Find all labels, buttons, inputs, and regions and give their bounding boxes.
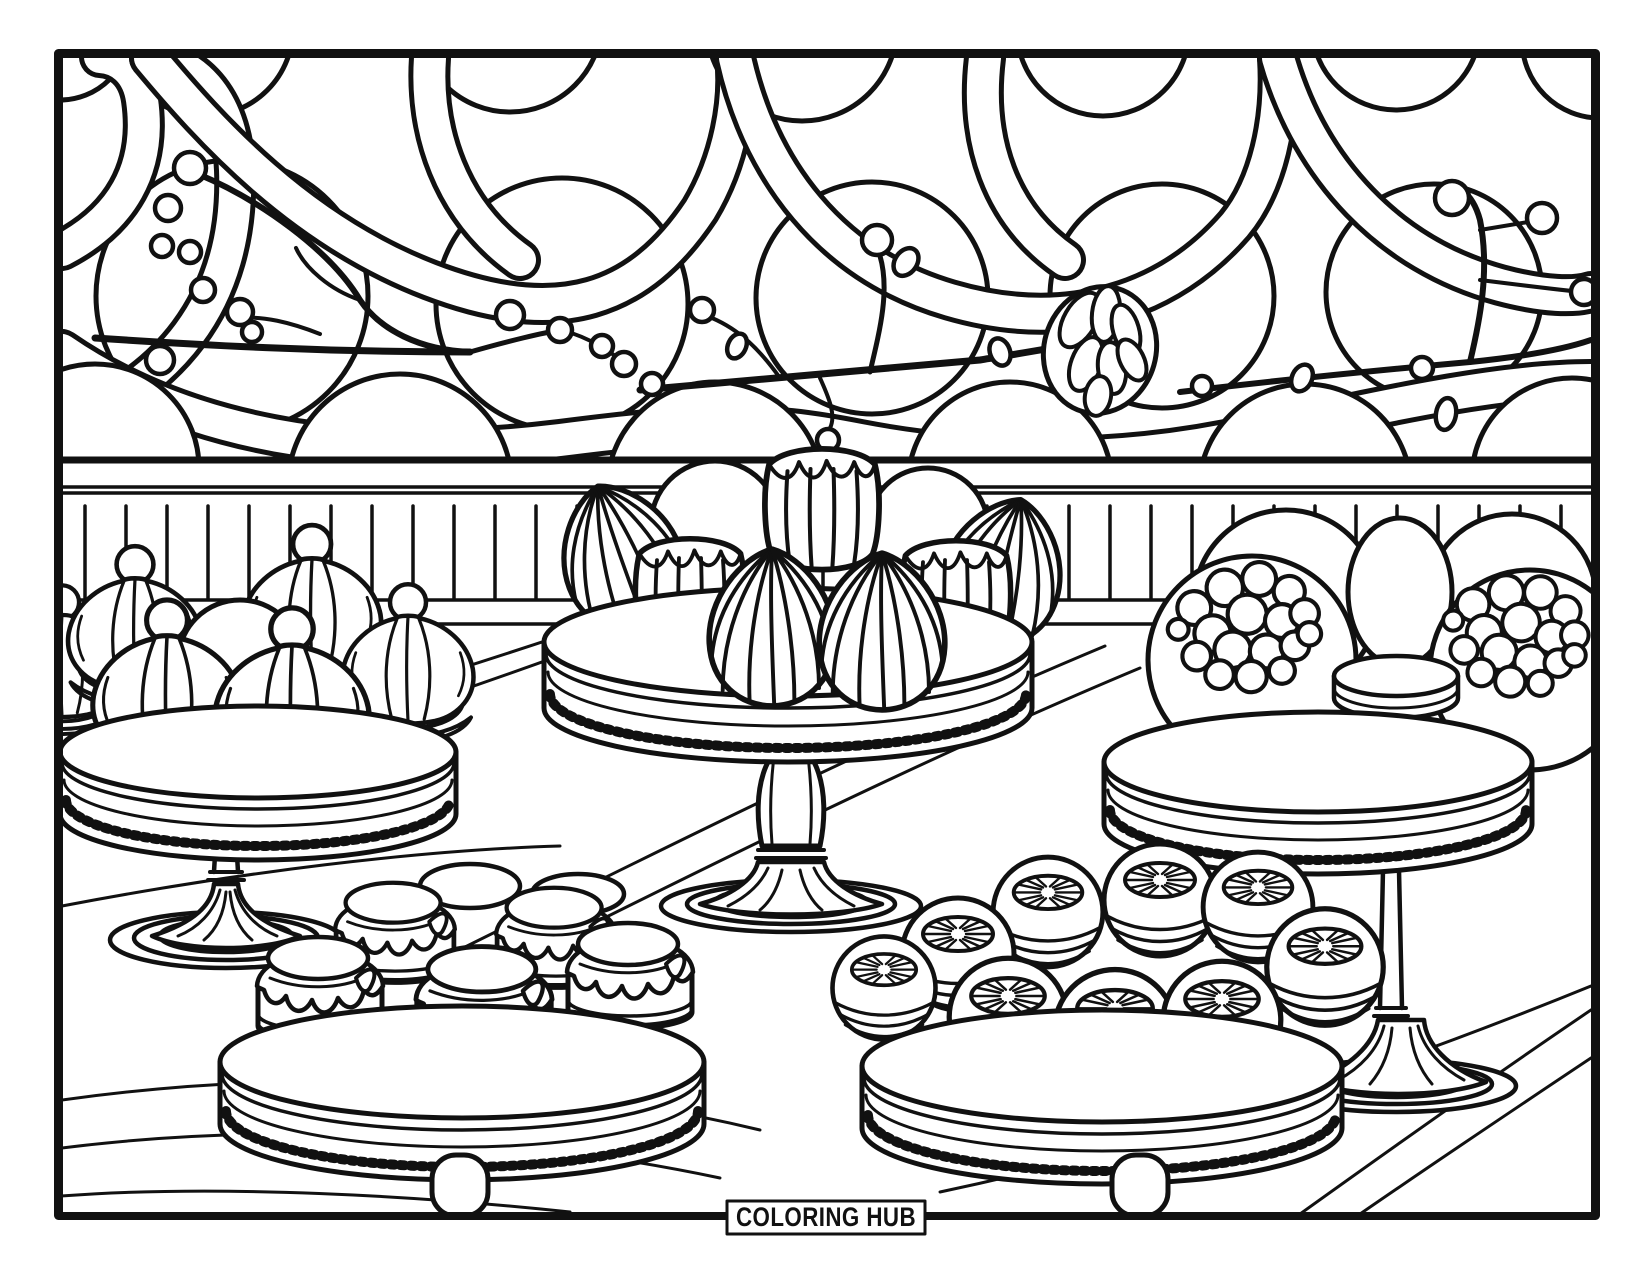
cake-stand-right — [1101, 507, 1591, 1115]
blossom-branch-right — [1177, 178, 1591, 433]
flower-bud — [1040, 284, 1160, 418]
ornament-band — [1105, 805, 1531, 865]
desserts-front-left — [257, 861, 693, 1060]
stand-pedestal — [658, 741, 924, 935]
stand-foot — [1109, 1152, 1171, 1212]
ornament-band — [545, 689, 1031, 753]
truffle-ball — [1104, 844, 1216, 956]
blossom-branch-left — [91, 149, 639, 379]
stand-plate — [217, 1003, 707, 1183]
macaron — [1334, 656, 1458, 718]
stand-foot — [429, 1152, 491, 1212]
truffle-ball — [832, 936, 935, 1039]
watermark-badge: COLORING HUB — [725, 1199, 927, 1236]
watermark-label: COLORING HUB — [736, 1202, 916, 1232]
stand-plate — [63, 703, 459, 863]
cake-stand-center — [542, 449, 1078, 935]
watermark-box — [725, 1199, 927, 1236]
cake-stand-front-left — [217, 861, 707, 1212]
cake-stand-front-right — [832, 844, 1383, 1212]
ornament-band — [63, 795, 455, 851]
stand-plate — [1101, 709, 1535, 877]
truffle-ball — [1267, 909, 1383, 1025]
stand-plate — [859, 1007, 1345, 1187]
ornament-band — [863, 1110, 1341, 1176]
desserts-right — [1145, 507, 1591, 773]
background-pattern — [63, 58, 1591, 601]
blossom-branch-center — [636, 222, 1066, 454]
